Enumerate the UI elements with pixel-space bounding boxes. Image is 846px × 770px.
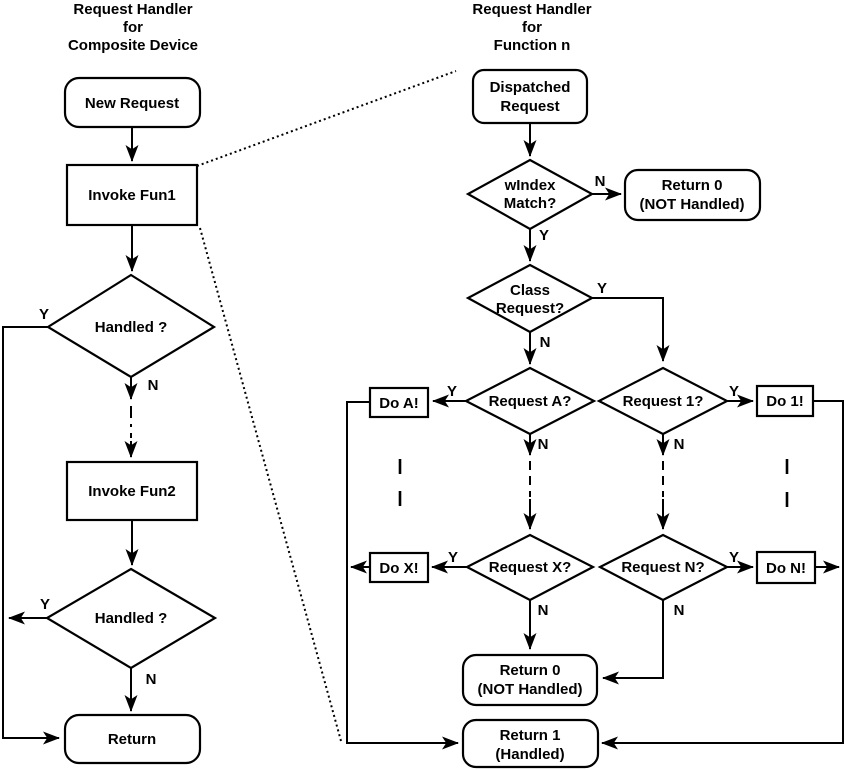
node-request-1-decision: [596, 366, 730, 436]
node-request-x-label: Request X?: [489, 559, 572, 576]
node-return: [63, 713, 202, 765]
branch-request-x-yes-label: Y: [448, 549, 458, 566]
branch-handled2-yes-label: Y: [40, 596, 50, 613]
node-return1: [461, 718, 600, 769]
node-request-n-label: Request N?: [621, 559, 704, 576]
node-return0-top: [623, 168, 762, 222]
node-new-request-label: New Request: [85, 95, 179, 112]
branch-handled2-no-label: N: [146, 671, 157, 688]
node-windex-match-line2: Match?: [504, 195, 557, 212]
left-chart-title-line2: for: [123, 19, 143, 36]
node-return0-top-line1: Return 0: [662, 177, 723, 194]
node-do-1: [755, 384, 815, 418]
node-handled1-decision: [45, 273, 217, 379]
node-class-request-line1: Class: [510, 282, 550, 299]
node-handled2-label: Handled ?: [95, 610, 168, 627]
node-request-a-label: Request A?: [489, 393, 572, 410]
node-invoke-fun1-label: Invoke Fun1: [88, 187, 176, 204]
edge-requestn-no-to-return0: [602, 600, 664, 685]
left-chart-title-line1: Request Handler: [73, 1, 192, 18]
node-do-n-label: Do N!: [766, 560, 806, 577]
branch-handled1-yes-label: Y: [39, 306, 49, 323]
zoom-link-top-dotted-line: [196, 70, 457, 167]
branch-request-x-no-label: N: [538, 602, 549, 619]
branch-request-1-yes-label: Y: [729, 383, 739, 400]
node-do-x: [368, 551, 430, 584]
branch-request-a-no-label: N: [538, 436, 549, 453]
right-chart: Request Handler for Function n Dispatche…: [346, 1, 844, 769]
zoom-link-bottom-dotted-line: [199, 227, 342, 742]
branch-windex-yes-label: Y: [539, 227, 549, 244]
node-do-1-label: Do 1!: [766, 393, 804, 410]
node-class-request-line2: Request?: [496, 300, 564, 317]
branch-request-1-no-label: N: [674, 436, 685, 453]
edge-handled1-yes-to-return: [2, 326, 60, 745]
branch-windex-no-label: N: [595, 173, 606, 190]
node-handled1-label: Handled ?: [95, 319, 168, 336]
node-windex-match-decision: [465, 158, 595, 231]
node-dispatched-request-line1: Dispatched: [490, 79, 571, 96]
node-return0-bottom-line2: (NOT Handled): [478, 681, 583, 698]
branch-class-no-label: N: [540, 334, 551, 351]
node-return1-line2: (Handled): [495, 746, 564, 763]
node-do-n: [755, 550, 817, 585]
left-chart: Request Handler for Composite Device New…: [2, 1, 218, 765]
node-invoke-fun2: [65, 460, 199, 522]
node-class-request-decision: [465, 263, 595, 334]
node-do-a-label: Do A!: [379, 395, 418, 412]
branch-request-a-yes-label: Y: [447, 383, 457, 400]
right-chart-title-line2: for: [522, 19, 542, 36]
node-handled2-decision: [44, 567, 218, 670]
branch-request-n-no-label: N: [674, 602, 685, 619]
node-request-n-decision: [597, 533, 730, 602]
node-return0-top-line2: (NOT Handled): [640, 196, 745, 213]
right-chart-title-line1: Request Handler: [472, 1, 591, 18]
branch-class-yes-label: Y: [597, 280, 607, 297]
node-windex-match-line1: wIndex: [504, 177, 557, 194]
node-do-a: [368, 386, 430, 419]
branch-handled1-no-label: N: [148, 377, 159, 394]
node-request-a-decision: [463, 366, 597, 436]
node-dispatched-request: [471, 68, 589, 125]
edge-do1-rail-to-return1: [601, 400, 844, 750]
node-return-label: Return: [108, 731, 156, 748]
node-return0-bottom-line1: Return 0: [500, 662, 561, 679]
node-return0-bottom: [461, 653, 599, 707]
node-request-x-decision: [464, 533, 596, 602]
node-invoke-fun1: [65, 163, 199, 227]
node-return1-line1: Return 1: [500, 727, 561, 744]
node-dispatched-request-line2: Request: [500, 98, 559, 115]
left-chart-title-line3: Composite Device: [68, 37, 198, 54]
right-chart-title-line3: Function n: [494, 37, 571, 54]
node-new-request: [63, 76, 202, 129]
node-do-x-label: Do X!: [379, 560, 418, 577]
edge-doa-rail-to-return1: [346, 401, 459, 750]
branch-request-n-yes-label: Y: [729, 549, 739, 566]
node-request-1-label: Request 1?: [623, 393, 704, 410]
edge-class-yes-to-request1: [592, 297, 670, 362]
node-invoke-fun2-label: Invoke Fun2: [88, 483, 176, 500]
